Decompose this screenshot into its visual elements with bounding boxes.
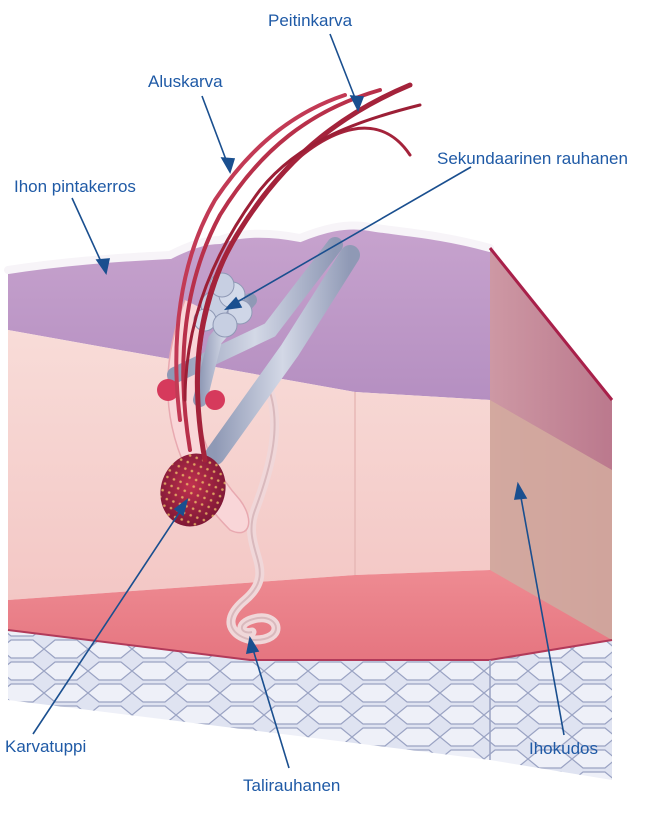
label-karvatuppi: Karvatuppi [5, 738, 86, 755]
label-peitinkarva: Peitinkarva [268, 12, 352, 29]
follicle-nodule-2 [205, 390, 225, 410]
label-aluskarva: Aluskarva [148, 73, 223, 90]
label-sekundaarinen-rauhanen: Sekundaarinen rauhanen [437, 150, 628, 167]
label-talirauhanen: Talirauhanen [243, 777, 340, 794]
label-ihokudos: Ihokudos [529, 740, 598, 757]
label-ihon-pintakerros: Ihon pintakerros [14, 178, 136, 195]
